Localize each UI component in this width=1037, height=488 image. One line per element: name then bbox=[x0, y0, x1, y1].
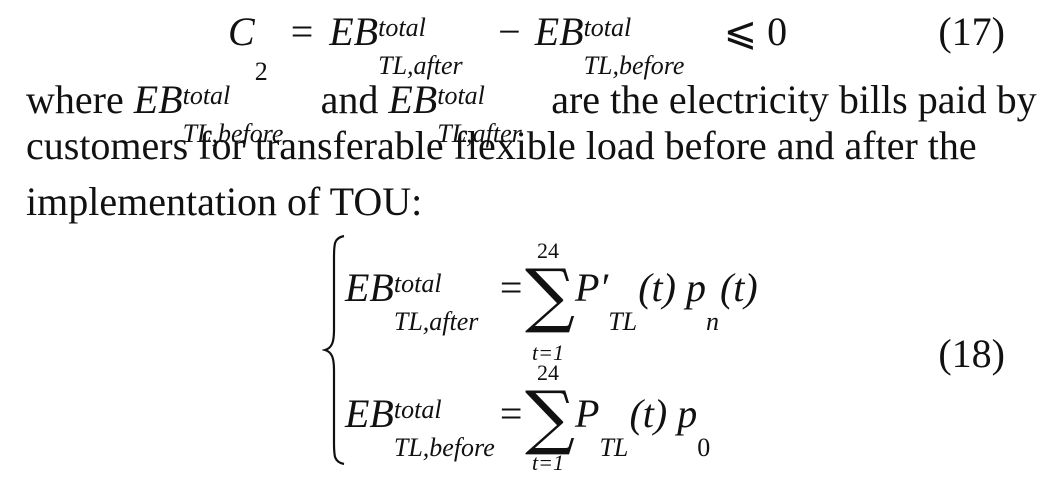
eq17-relation: ⩽ 0 bbox=[723, 9, 788, 54]
eq17-term2-sup: total bbox=[583, 13, 632, 42]
eq18-row1-p: P′ bbox=[575, 265, 609, 310]
eq18-row1-lhs-sub: TL,after bbox=[393, 307, 479, 336]
eq17-minus: − bbox=[498, 9, 521, 54]
eq18-row2-lhs-sup: total bbox=[393, 395, 442, 424]
eq18-number: (18) bbox=[938, 331, 1005, 376]
eq18-row2-lhs-sub: TL,before bbox=[393, 433, 495, 462]
eq18-row2-sum-upper: 24 bbox=[537, 360, 559, 385]
eq18-row2-sum-lower: t=1 bbox=[532, 450, 564, 475]
eq18-row2-sigma: ∑ bbox=[525, 376, 575, 458]
eq18-row1-equals: = bbox=[499, 265, 523, 310]
eq18-row1-rest-sub: n bbox=[705, 307, 719, 336]
eq18-row1-sum-upper: 24 bbox=[537, 238, 559, 263]
eq17-number: (17) bbox=[938, 9, 1005, 54]
text-line-3: implementation of TOU: bbox=[26, 179, 423, 224]
eq18-row2-lhs: EB bbox=[345, 391, 394, 436]
eq17-lhs-sub: 2 bbox=[254, 57, 268, 86]
eq18-row1-lhs-sup: total bbox=[393, 269, 442, 298]
text-line-2: customers for transferable flexible load… bbox=[26, 123, 977, 168]
eq18-row2-equals: = bbox=[499, 391, 523, 436]
eq17-equals: = bbox=[290, 9, 314, 54]
text-var1-sub: TL,before bbox=[182, 119, 284, 148]
eq17-term1-sup: total bbox=[378, 13, 426, 42]
eq18-row2-rest-sub: 0 bbox=[697, 433, 711, 462]
eq18-row1-rest: (t) p bbox=[638, 265, 706, 310]
eq18-row1-sigma: ∑ bbox=[525, 254, 575, 336]
text-var2: EB bbox=[388, 77, 438, 122]
eq18-left-brace bbox=[322, 234, 345, 466]
eq17-term1-sub: TL,after bbox=[378, 51, 463, 80]
eq18-row1-tail: (t) bbox=[719, 265, 758, 310]
eq18-row1-lhs: EB bbox=[345, 265, 394, 310]
text-var1-sup: total bbox=[182, 81, 231, 110]
text-and: and bbox=[320, 77, 379, 122]
eq18-row2-rest: (t) p bbox=[629, 391, 698, 436]
eq18-row2-p: P bbox=[575, 391, 600, 436]
text-var2-sub: TL,after bbox=[437, 119, 522, 148]
text-rest: are the electricity bills paid by bbox=[551, 77, 1037, 122]
eq18-row1-sum-lower: t=1 bbox=[532, 340, 564, 365]
eq18-row2-p-sub: TL bbox=[599, 433, 629, 462]
eq17-term2: EB bbox=[534, 9, 584, 54]
eq17-term2-sub: TL,before bbox=[583, 51, 685, 80]
text-var2-sup: total bbox=[437, 81, 485, 110]
text-where: where bbox=[26, 77, 124, 122]
eq17-lhs: C bbox=[228, 9, 255, 54]
eq17-term1: EB bbox=[329, 9, 379, 54]
text-var1: EB bbox=[133, 77, 183, 122]
eq18-row1-p-sub: TL bbox=[608, 307, 638, 336]
